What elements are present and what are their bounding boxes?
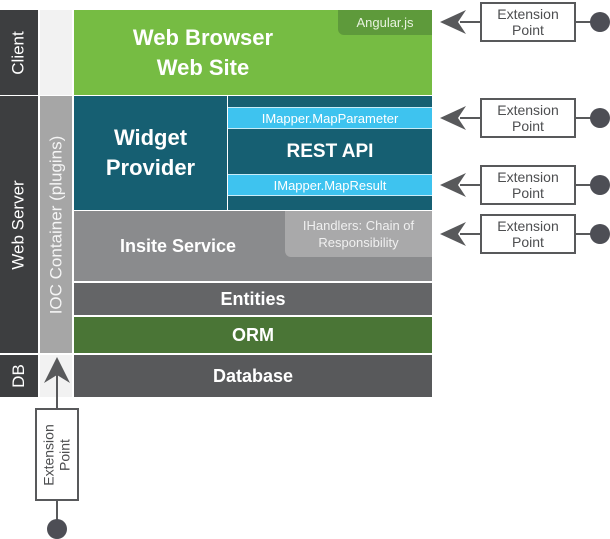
- connector-dot-icon: [590, 12, 610, 32]
- extension-point-line2: Point: [512, 185, 544, 201]
- entities-layer: Entities: [74, 283, 432, 315]
- web-browser-line1: Web Browser: [132, 24, 274, 50]
- extension-point-line2: Point: [512, 22, 544, 38]
- arrow-left-icon: [440, 173, 466, 197]
- connector-line: [576, 184, 594, 186]
- widget-provider-line2: Provider: [105, 155, 196, 180]
- ioc-spacer-top: [40, 10, 72, 95]
- web-browser-line2: Web Site: [156, 54, 250, 80]
- connector-dot-icon: [590, 175, 610, 195]
- entities-label: Entities: [220, 288, 286, 309]
- connector-line: [576, 117, 594, 119]
- extension-point-box: Extension Point: [480, 214, 576, 254]
- map-result-bar: IMapper.MapResult: [228, 174, 432, 196]
- extension-point-box: Extension Point: [480, 165, 576, 205]
- extension-point-line1: Extension: [497, 218, 559, 234]
- extension-point-map-parameter: Extension Point: [440, 98, 610, 138]
- connector-line: [460, 184, 480, 186]
- tier-web-server-label: Web Server: [9, 179, 29, 270]
- extension-point-box: Extension Point: [35, 408, 79, 501]
- insite-service-label: Insite Service: [119, 235, 237, 256]
- extension-point-line2: Point: [512, 234, 544, 250]
- ihandlers-box: IHandlers: Chain of Responsibility: [285, 211, 432, 257]
- widget-provider-layer: Widget Provider: [74, 96, 227, 210]
- extension-point-line2: Point: [57, 438, 74, 471]
- connector-line: [576, 21, 594, 23]
- connector-line: [576, 233, 594, 235]
- map-parameter-bar: IMapper.MapParameter: [228, 107, 432, 129]
- extension-point-line1: Extension: [497, 102, 559, 118]
- connector-line: [56, 375, 58, 409]
- extension-point-angular: Extension Point: [440, 2, 610, 42]
- connector-dot-icon: [47, 519, 67, 539]
- tier-client-label: Client: [9, 30, 28, 75]
- tier-client: Client: [0, 10, 38, 95]
- extension-point-box: Extension Point: [480, 98, 576, 138]
- arrow-up-icon: [44, 357, 70, 383]
- database-label: Database: [212, 365, 294, 386]
- orm-label: ORM: [232, 324, 274, 345]
- arrow-left-icon: [440, 106, 466, 130]
- connector-line: [460, 233, 480, 235]
- orm-layer: ORM: [74, 317, 432, 353]
- ioc-container-label: IOC Container (plugins): [46, 135, 66, 314]
- extension-point-text: Extension Point: [41, 424, 73, 485]
- connector-line: [460, 117, 480, 119]
- tier-db: DB: [0, 355, 38, 397]
- arrow-left-icon: [440, 222, 466, 246]
- angular-box: Angular.js: [338, 10, 432, 35]
- extension-point-map-result: Extension Point: [440, 165, 610, 205]
- extension-point-line1: Extension: [497, 6, 559, 22]
- map-result-label: IMapper.MapResult: [273, 177, 387, 193]
- extension-point-ioc: Extension Point: [34, 357, 80, 539]
- connector-dot-icon: [590, 108, 610, 128]
- extension-point-line1: Extension: [497, 169, 559, 185]
- connector-dot-icon: [590, 224, 610, 244]
- ioc-container: IOC Container (plugins): [40, 96, 72, 353]
- tier-web-server: Web Server: [0, 96, 38, 353]
- angular-label: Angular.js: [356, 15, 414, 30]
- extension-point-line2: Point: [512, 118, 544, 134]
- widget-provider-line1: Widget: [113, 125, 188, 150]
- extension-point-ihandlers: Extension Point: [440, 214, 610, 254]
- connector-line: [56, 501, 58, 523]
- arrow-left-icon: [440, 10, 466, 34]
- rest-api-label: REST API: [286, 141, 374, 162]
- connector-line: [460, 21, 480, 23]
- ihandlers-line2: Responsibility: [318, 235, 399, 250]
- ihandlers-line1: IHandlers: Chain of: [302, 218, 415, 233]
- extension-point-box: Extension Point: [480, 2, 576, 42]
- tier-db-label: DB: [9, 364, 28, 388]
- database-layer: Database: [74, 355, 432, 397]
- extension-point-line1: Extension: [41, 423, 58, 486]
- map-parameter-label: IMapper.MapParameter: [261, 110, 399, 126]
